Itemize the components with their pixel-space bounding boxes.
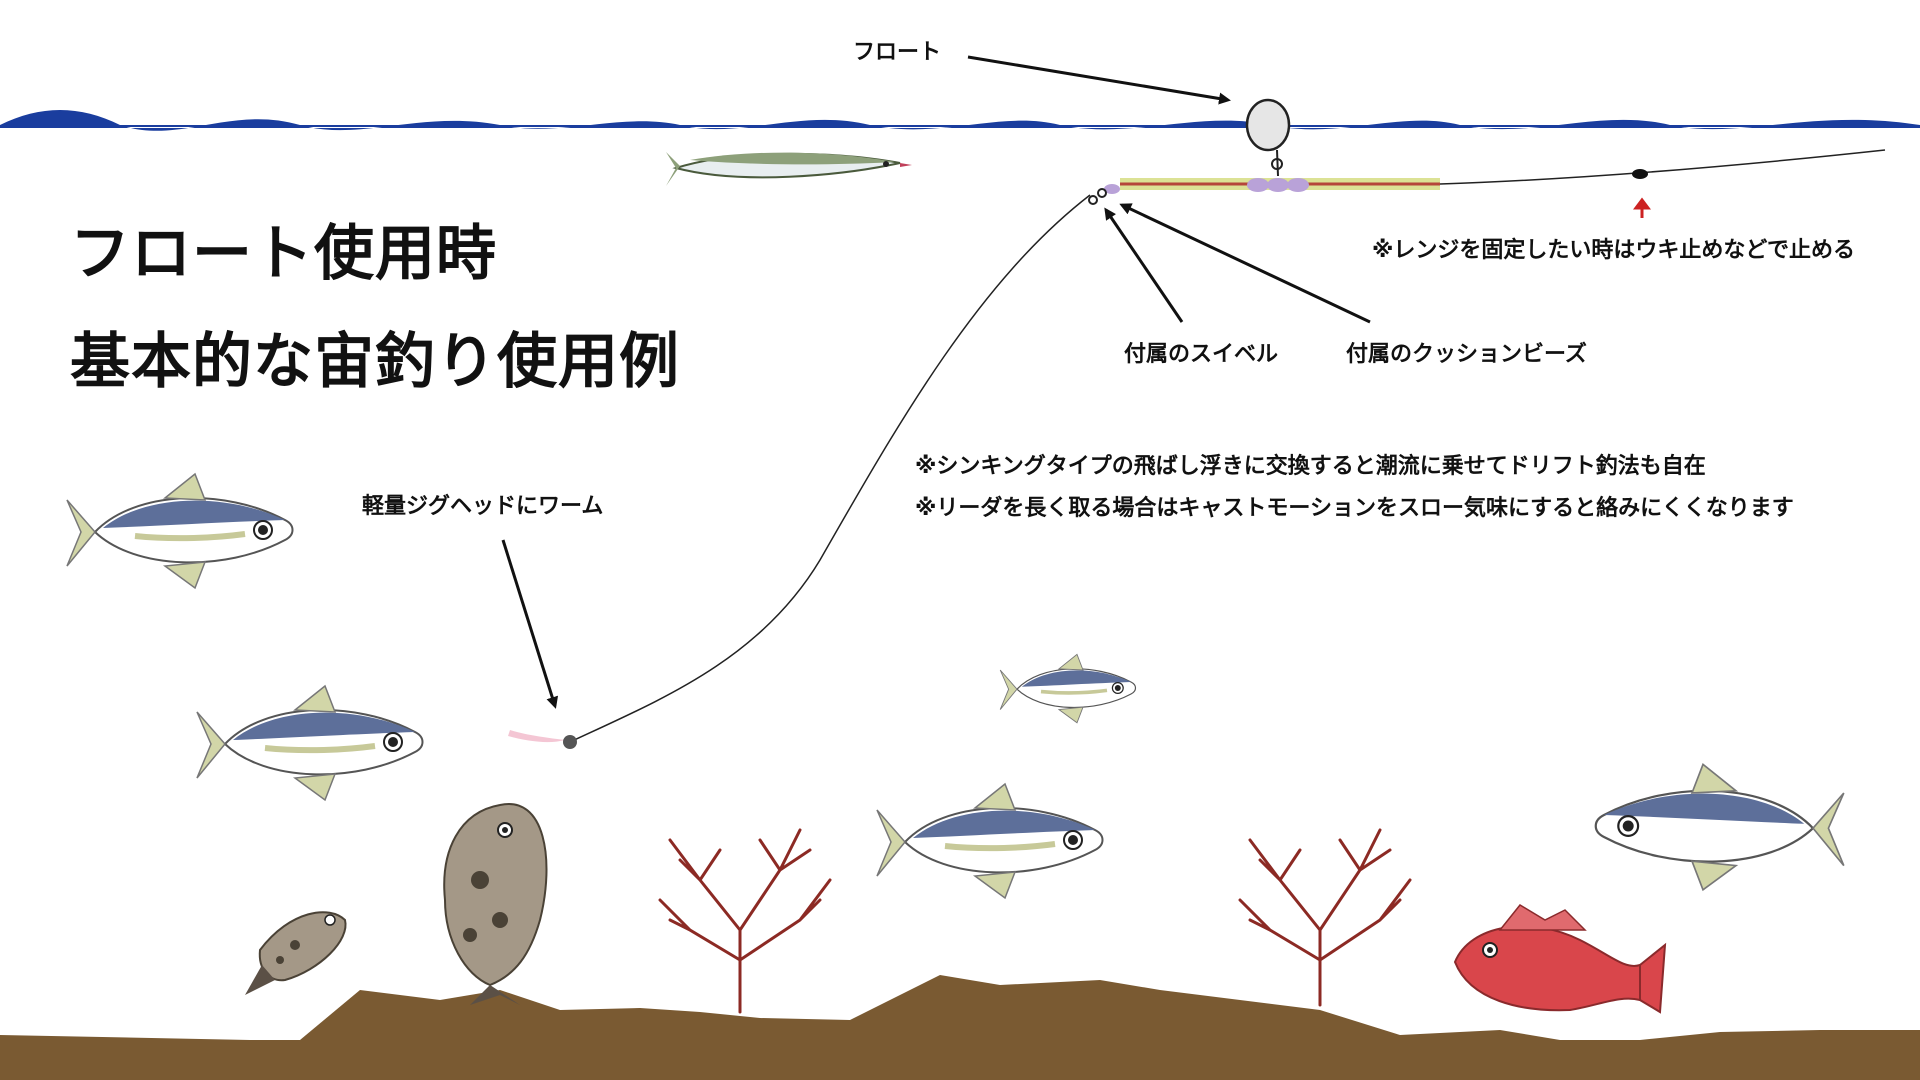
jighead-icon xyxy=(508,730,577,749)
float-label: フロート xyxy=(853,40,942,65)
scorpionfish-icon xyxy=(1453,904,1667,1014)
title-line2: 基本的な宙釣り使用例 xyxy=(70,327,680,397)
coral-icon xyxy=(658,828,832,1014)
jighead-label: 軽量ジグヘッドにワーム xyxy=(362,494,604,519)
swivel-arrow xyxy=(1104,207,1184,323)
rockfish-icon xyxy=(443,802,548,1005)
saury-icon xyxy=(666,152,912,186)
jighead-arrow xyxy=(501,539,559,709)
note-drift: ※シンキングタイプの飛ばし浮きに交換すると潮流に乗せてドリフト釣法も自在 xyxy=(915,454,1706,479)
bead-arrow xyxy=(1119,203,1371,324)
float-arrow xyxy=(967,55,1231,105)
note-leader: ※リーダを長く取る場合はキャストモーションをスロー気味にすると絡みにくくなります xyxy=(915,496,1794,521)
swivel-label: 付属のスイベル xyxy=(1124,342,1279,367)
water-surface xyxy=(0,110,1920,131)
range-note: ※レンジを固定したい時はウキ止めなどで止める xyxy=(1372,238,1855,263)
horse-mackerel-icon xyxy=(66,472,294,590)
main-line-upper xyxy=(1439,149,1886,185)
stopper-arrow xyxy=(1633,197,1651,218)
float-icon xyxy=(1245,98,1291,177)
coral-icon-2 xyxy=(1238,828,1412,1007)
main-line xyxy=(569,194,1091,743)
cushion-beads-label: 付属のクッションビーズ xyxy=(1346,342,1587,367)
small-rockfish-icon xyxy=(245,911,347,995)
title-line1: フロート使用時 xyxy=(70,219,497,289)
swivel-icon xyxy=(1088,195,1098,205)
cushion-bead-icon xyxy=(1247,178,1269,192)
float-stopper-icon xyxy=(1632,169,1648,179)
leader-assembly xyxy=(1088,178,1440,205)
